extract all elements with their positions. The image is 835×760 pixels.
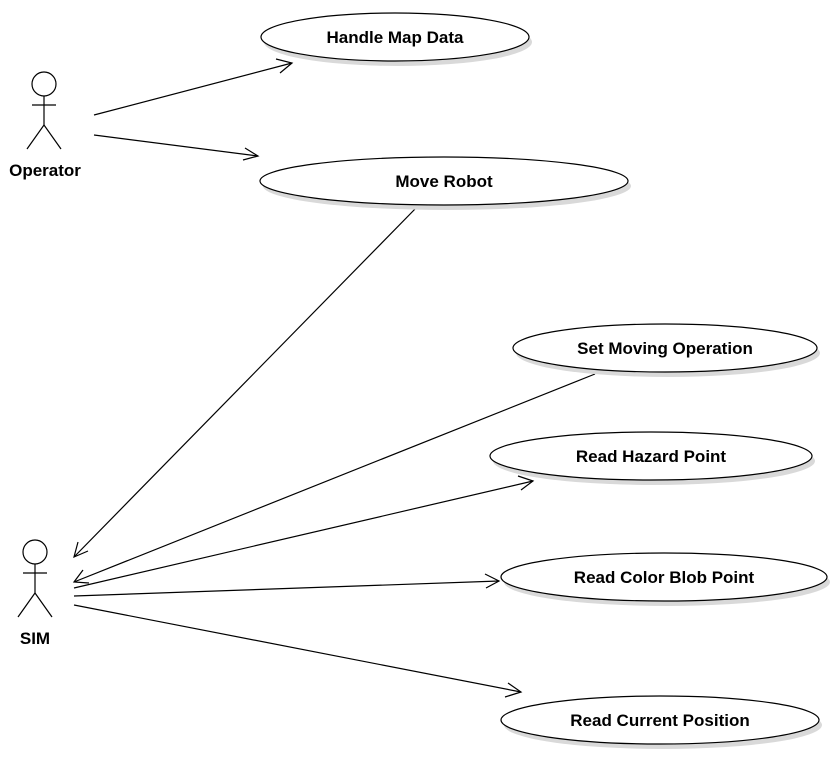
use-case-label: Read Color Blob Point: [574, 568, 755, 587]
use-case-read-color-blob-point[interactable]: Read Color Blob Point: [500, 552, 830, 606]
use-case-read-hazard-point[interactable]: Read Hazard Point: [489, 431, 815, 485]
use-case-label: Read Current Position: [570, 711, 749, 730]
use-case-read-current-position[interactable]: Read Current Position: [500, 695, 822, 749]
use-case-move-robot[interactable]: Move Robot: [259, 156, 631, 210]
edge-move-robot-sim: [73, 206, 418, 559]
actor-label: SIM: [20, 629, 50, 648]
edge-operator-handle-map-data: [93, 58, 294, 116]
actor-operator[interactable]: Operator: [9, 71, 81, 180]
relations: [72, 58, 596, 698]
stick-figure-icon: [26, 71, 62, 150]
stick-figure-icon: [17, 539, 53, 618]
use-case-set-moving-operation[interactable]: Set Moving Operation: [512, 323, 820, 377]
actor-sim[interactable]: SIM: [17, 539, 53, 648]
actor-label: Operator: [9, 161, 81, 180]
use-cases: Handle Map Data Move Robot Set Moving Op…: [259, 12, 830, 749]
use-case-label: Read Hazard Point: [576, 447, 727, 466]
use-case-label: Move Robot: [395, 172, 493, 191]
edge-sim-read-hazard-point: [73, 475, 535, 589]
edge-sim-read-color-blob-point: [73, 573, 501, 597]
use-case-handle-map-data[interactable]: Handle Map Data: [260, 12, 532, 66]
edge-sim-read-current-position: [73, 604, 523, 698]
edge-set-moving-operation-sim: [72, 373, 596, 584]
edge-operator-move-robot: [93, 134, 260, 161]
use-case-label: Set Moving Operation: [577, 339, 753, 358]
use-case-label: Handle Map Data: [327, 28, 465, 47]
